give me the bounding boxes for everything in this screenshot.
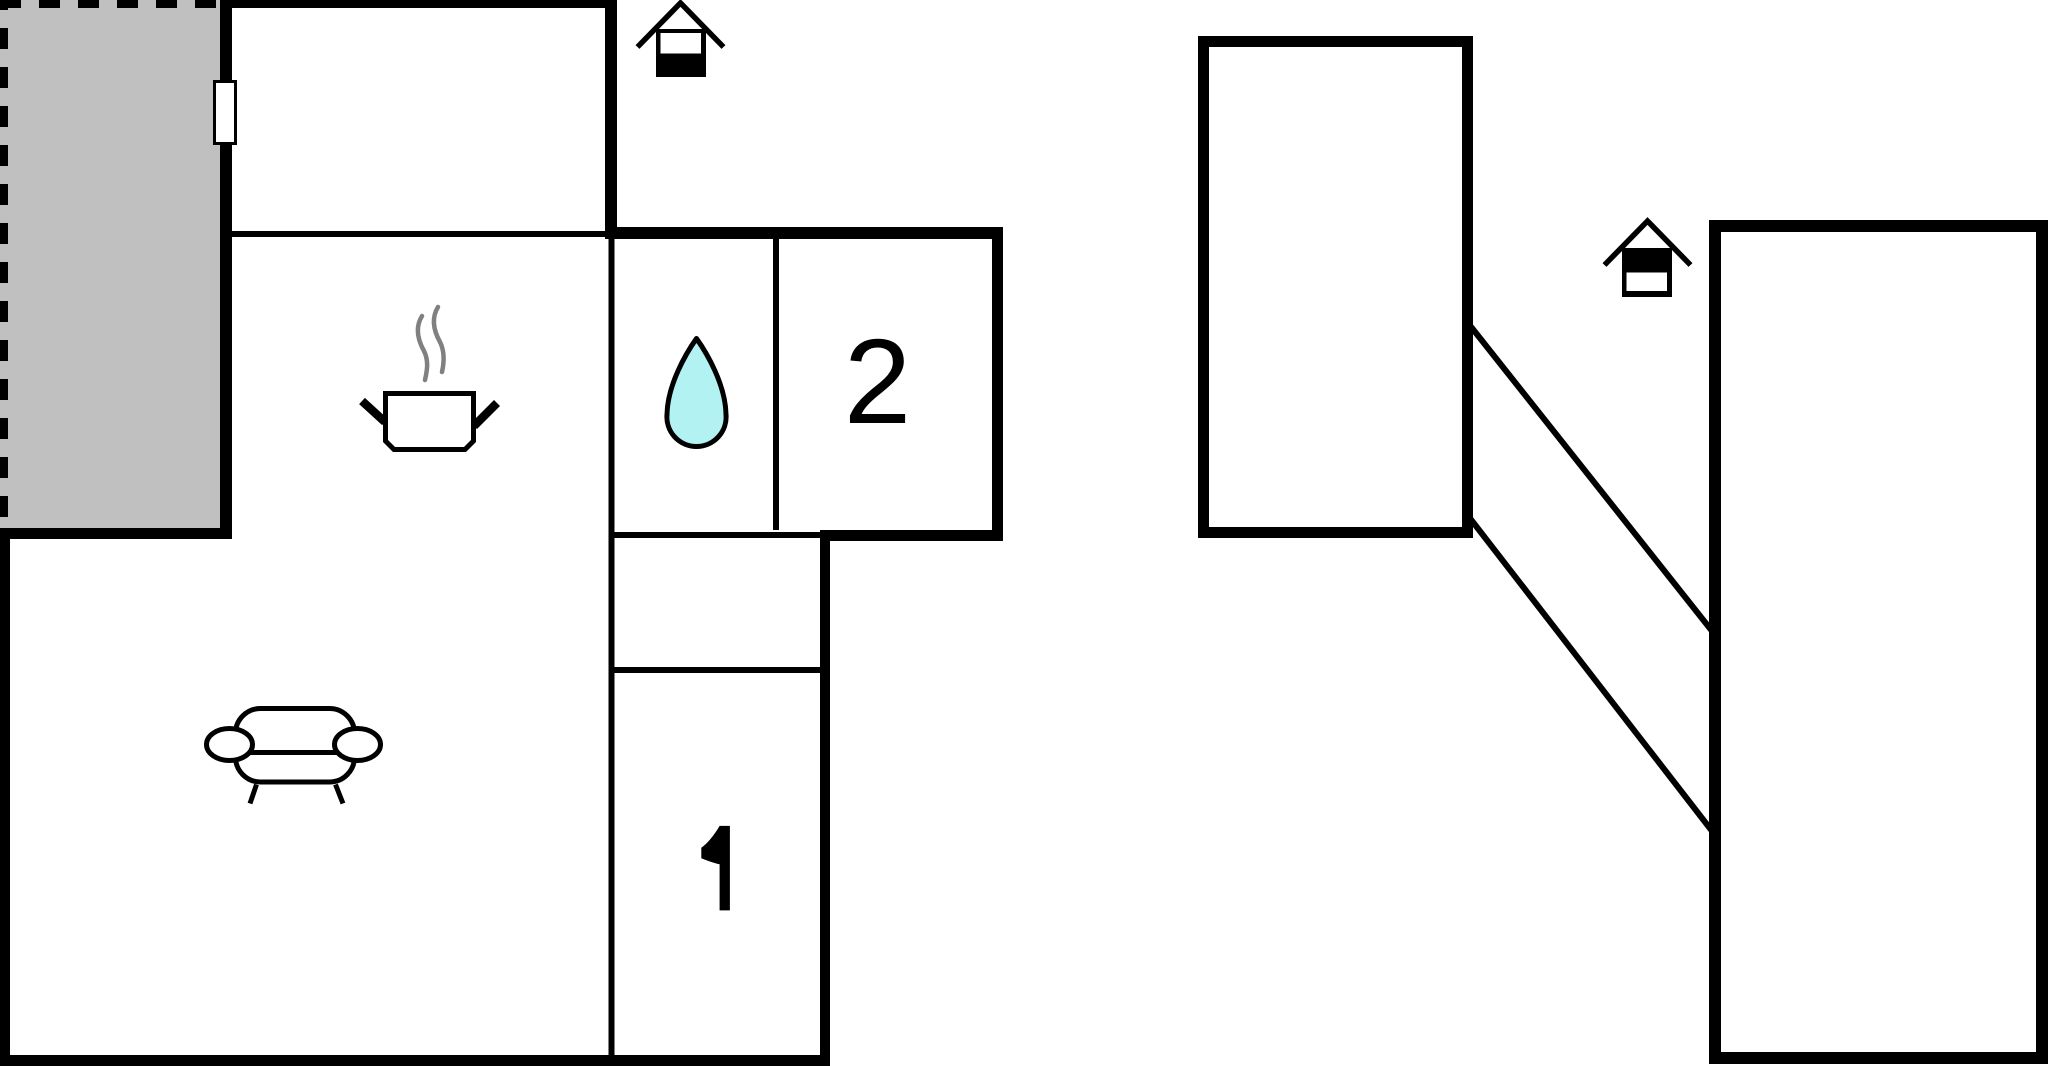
svg-text:2: 2 (844, 313, 911, 449)
